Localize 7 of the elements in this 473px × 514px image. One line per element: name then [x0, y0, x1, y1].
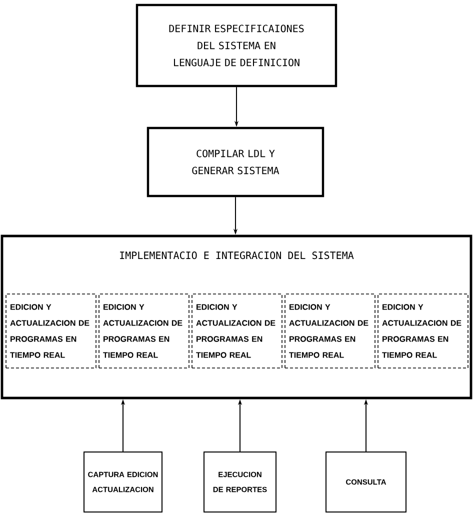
- process-box: COMPILAR LDL Y GENERAR SISTEMA: [146, 126, 324, 198]
- dashed-box: EDICION Y ACTUALIZACION DE PROGRAMAS EN TIEMPO REAL: [378, 294, 468, 368]
- dashed-box: EDICION Y ACTUALIZACION DE PROGRAMAS EN TIEMPO REAL: [284, 294, 376, 368]
- dashed-box: EDICION Y ACTUALIZACION DE PROGRAMAS EN TIEMPO REAL: [6, 294, 96, 368]
- dashed-box: EDICION Y ACTUALIZACION DE PROGRAMAS EN TIEMPO REAL: [98, 294, 190, 368]
- dashed-box: EDICION Y ACTUALIZACION DE PROGRAMAS EN TIEMPO REAL: [192, 294, 282, 368]
- thick-box: DEFINIR ESPECIFICAIONES DEL SISTEMA EN LENGUAJE DE DEFINICION: [136, 4, 338, 88]
